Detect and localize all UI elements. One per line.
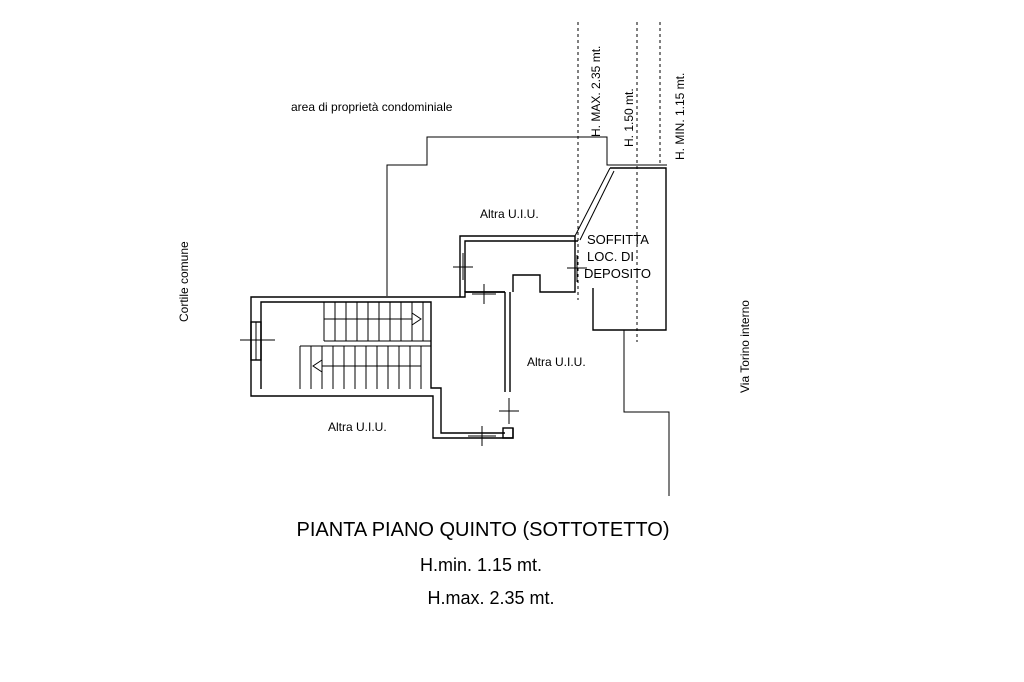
label-altra-uiu-mid: Altra U.I.U.: [527, 355, 586, 369]
landing-wall-right: [512, 236, 576, 293]
soffitta-room: [574, 167, 667, 331]
label-area-condominiale: area di proprietà condominiale: [291, 100, 453, 114]
window-left: [240, 321, 275, 361]
label-cortile: Cortile comune: [177, 241, 191, 322]
door-markers: [453, 253, 587, 446]
arrow-right-icon: [411, 312, 422, 326]
caption-hmax: H.max. 2.35 mt.: [427, 588, 554, 608]
height-reference-lines: [577, 22, 661, 342]
stair-inner-wall: [260, 301, 505, 434]
plan-title: PIANTA PIANO QUINTO (SOTTOTETTO): [297, 519, 670, 541]
label-soffitta-line1: SOFFITTA: [587, 232, 649, 247]
caption-hmin: H.min. 1.15 mt.: [420, 555, 542, 575]
outer-wall-top: [386, 136, 667, 296]
label-altra-uiu-bottom: Altra U.I.U.: [328, 420, 387, 434]
label-soffitta-line2: LOC. DI: [587, 249, 634, 264]
label-h-min: H. MIN. 1.15 mt.: [673, 73, 687, 160]
sloped-wall-outer: [574, 167, 611, 237]
arrow-left-icon: [312, 359, 323, 373]
label-soffitta-line3: DEPOSITO: [584, 266, 651, 281]
landing-wall-top-inner: [464, 240, 578, 292]
soffitta-walls: [592, 167, 667, 331]
sloped-wall-inner: [579, 170, 615, 241]
stair-flight-lower: [299, 345, 431, 389]
stair-block: [240, 291, 514, 439]
label-h-mid: H. 1.50 mt.: [622, 88, 636, 147]
stair-outer-wall: [250, 291, 514, 439]
label-h-max: H. MAX. 2.35 mt.: [589, 46, 603, 137]
label-altra-uiu-top: Altra U.I.U.: [480, 207, 539, 221]
pillar: [502, 427, 514, 439]
outer-wall-right: [623, 330, 670, 496]
landing-wall-top-outer: [459, 235, 575, 297]
stair-flight-upper: [323, 302, 431, 342]
label-via: Via Torino interno: [738, 300, 752, 393]
landing-walls: [459, 235, 578, 297]
building-outline: [386, 136, 670, 496]
